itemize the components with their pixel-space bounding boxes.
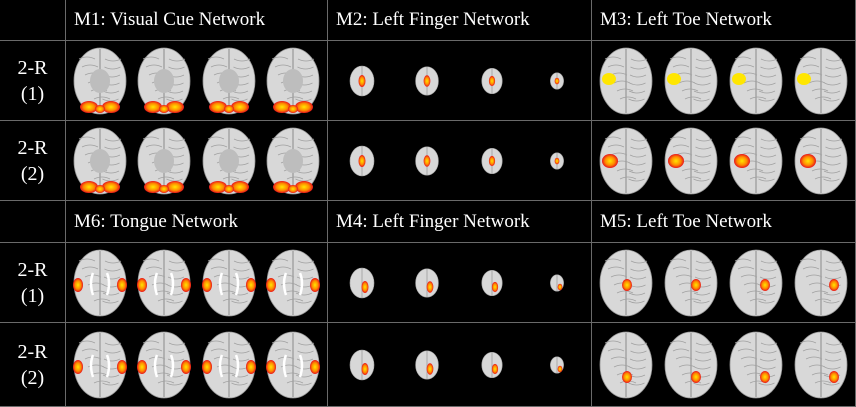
brain-slice (481, 269, 503, 296)
brain-slice (137, 249, 192, 316)
row-label-line: 2-R (17, 56, 48, 79)
brain-slice (350, 145, 375, 176)
header-m6: M6: Tongue Network (66, 201, 328, 243)
header-m5: M5: Left Toe Network (592, 201, 856, 243)
brain-slice-row (66, 323, 327, 406)
brain-slice (481, 351, 503, 378)
brain-slice (794, 249, 848, 316)
brain-slice-row (592, 243, 855, 322)
panel-m3-run2 (592, 121, 856, 201)
brain-slice (266, 127, 320, 194)
brain-slice (599, 249, 653, 316)
brain-slice (549, 273, 564, 292)
brain-slice (415, 145, 439, 176)
panel-m1-run2 (66, 121, 328, 201)
brain-slice-row (592, 41, 855, 120)
panel-m2-run1 (328, 41, 592, 121)
header-m1: M1: Visual Cue Network (66, 0, 328, 41)
brain-slice (73, 249, 128, 316)
brain-slice-row (592, 121, 855, 200)
panel-m5-run1 (592, 243, 856, 323)
brain-slice (729, 331, 783, 398)
header-m4: M4: Left Finger Network (328, 201, 592, 243)
brain-slice (73, 127, 127, 194)
brain-slice (664, 249, 718, 316)
row-label-line: (1) (20, 284, 45, 307)
row-label-line: (2) (20, 162, 45, 185)
row-label-line: 2-R (17, 258, 48, 281)
brain-slice (350, 267, 375, 298)
brain-slice (794, 47, 848, 114)
brain-slice (415, 65, 439, 96)
brain-slice (137, 127, 191, 194)
brain-slice-row (328, 323, 591, 406)
brain-slice (664, 127, 718, 194)
brain-slice (729, 47, 783, 114)
brain-slice (202, 47, 256, 114)
panel-m4-run1 (328, 243, 592, 323)
brain-slice-row (592, 323, 855, 406)
brain-slice (664, 331, 718, 398)
row-label-bottom-1: 2-R (1) (0, 243, 66, 323)
corner-empty-top (0, 0, 66, 41)
row-label-line: 2-R (17, 340, 48, 363)
panel-m4-run2 (328, 323, 592, 407)
brain-slice (549, 71, 564, 90)
row-label-bottom-2: 2-R (2) (0, 323, 66, 407)
brain-slice (266, 47, 320, 114)
brain-slice (201, 249, 256, 316)
brain-slice (350, 65, 375, 96)
row-label-top-2: 2-R (2) (0, 121, 66, 201)
brain-slice (794, 127, 848, 194)
panel-m3-run1 (592, 41, 856, 121)
panel-m5-run2 (592, 323, 856, 407)
brain-slice (794, 331, 848, 398)
header-m2: M2: Left Finger Network (328, 0, 592, 41)
brain-slice-row (328, 243, 591, 322)
panel-m1-run1 (66, 41, 328, 121)
brain-slice-row (66, 41, 327, 120)
brain-slice (202, 127, 256, 194)
header-m3: M3: Left Toe Network (592, 0, 856, 41)
brain-slice (415, 267, 439, 298)
corner-empty-mid (0, 201, 66, 243)
brain-slice (73, 47, 127, 114)
panel-m6-run1 (66, 243, 328, 323)
brain-slice-row (66, 243, 327, 322)
row-label-line: 2-R (17, 136, 48, 159)
brain-slice (350, 349, 375, 380)
brain-slice (664, 47, 718, 114)
brain-slice (73, 331, 128, 398)
brain-slice (415, 349, 439, 380)
brain-slice (265, 331, 320, 398)
brain-slice (481, 67, 503, 94)
panel-m6-run2 (66, 323, 328, 407)
brain-slice (201, 331, 256, 398)
brain-slice (599, 47, 653, 114)
panel-m2-run2 (328, 121, 592, 201)
brain-slice (137, 47, 191, 114)
brain-slice (265, 249, 320, 316)
brain-slice (599, 331, 653, 398)
brain-slice-row (66, 121, 327, 200)
brain-slice-row (328, 41, 591, 120)
row-label-line: (1) (20, 82, 45, 105)
brain-slice (549, 151, 564, 170)
brain-slice (599, 127, 653, 194)
row-label-top-1: 2-R (1) (0, 41, 66, 121)
brain-slice-row (328, 121, 591, 200)
brain-slice (481, 147, 503, 174)
row-label-line: (2) (20, 366, 45, 389)
brain-slice (549, 355, 564, 374)
brain-slice (729, 127, 783, 194)
brain-slice (729, 249, 783, 316)
brain-slice (137, 331, 192, 398)
